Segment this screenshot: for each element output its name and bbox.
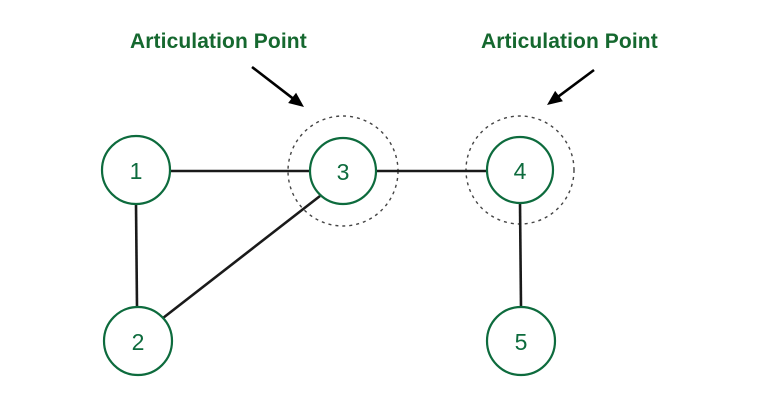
node-label-1: 1 — [130, 158, 143, 184]
articulation-point-label-left: Articulation Point — [130, 30, 307, 53]
node-label-5: 5 — [515, 329, 528, 355]
edge-1-2 — [134, 203, 139, 308]
articulation-point-label-right: Articulation Point — [481, 30, 658, 53]
node-circle-3 — [308, 136, 378, 206]
annotation-arrow-left — [251, 65, 304, 107]
arrow-shaft-right — [555, 68, 595, 99]
node-3[interactable]: 3 — [308, 136, 378, 206]
node-label-2: 2 — [132, 329, 145, 355]
node-circle-2 — [102, 305, 174, 377]
node-circle-5 — [485, 305, 557, 377]
edge-2-3 — [162, 194, 321, 320]
node-circle-1 — [100, 134, 172, 206]
node-1[interactable]: 1 — [100, 134, 172, 206]
annotation-arrow-right — [547, 68, 595, 105]
node-circle-4 — [485, 135, 555, 205]
edge-4-5 — [518, 202, 523, 308]
arrow-shaft-left — [251, 65, 296, 101]
node-label-3: 3 — [337, 159, 350, 185]
node-5[interactable]: 5 — [485, 305, 557, 377]
arrow-head-right — [547, 90, 563, 105]
node-2[interactable]: 2 — [102, 305, 174, 377]
node-4[interactable]: 4 — [485, 135, 555, 205]
node-label-4: 4 — [514, 158, 527, 184]
arrow-head-left — [288, 92, 304, 107]
